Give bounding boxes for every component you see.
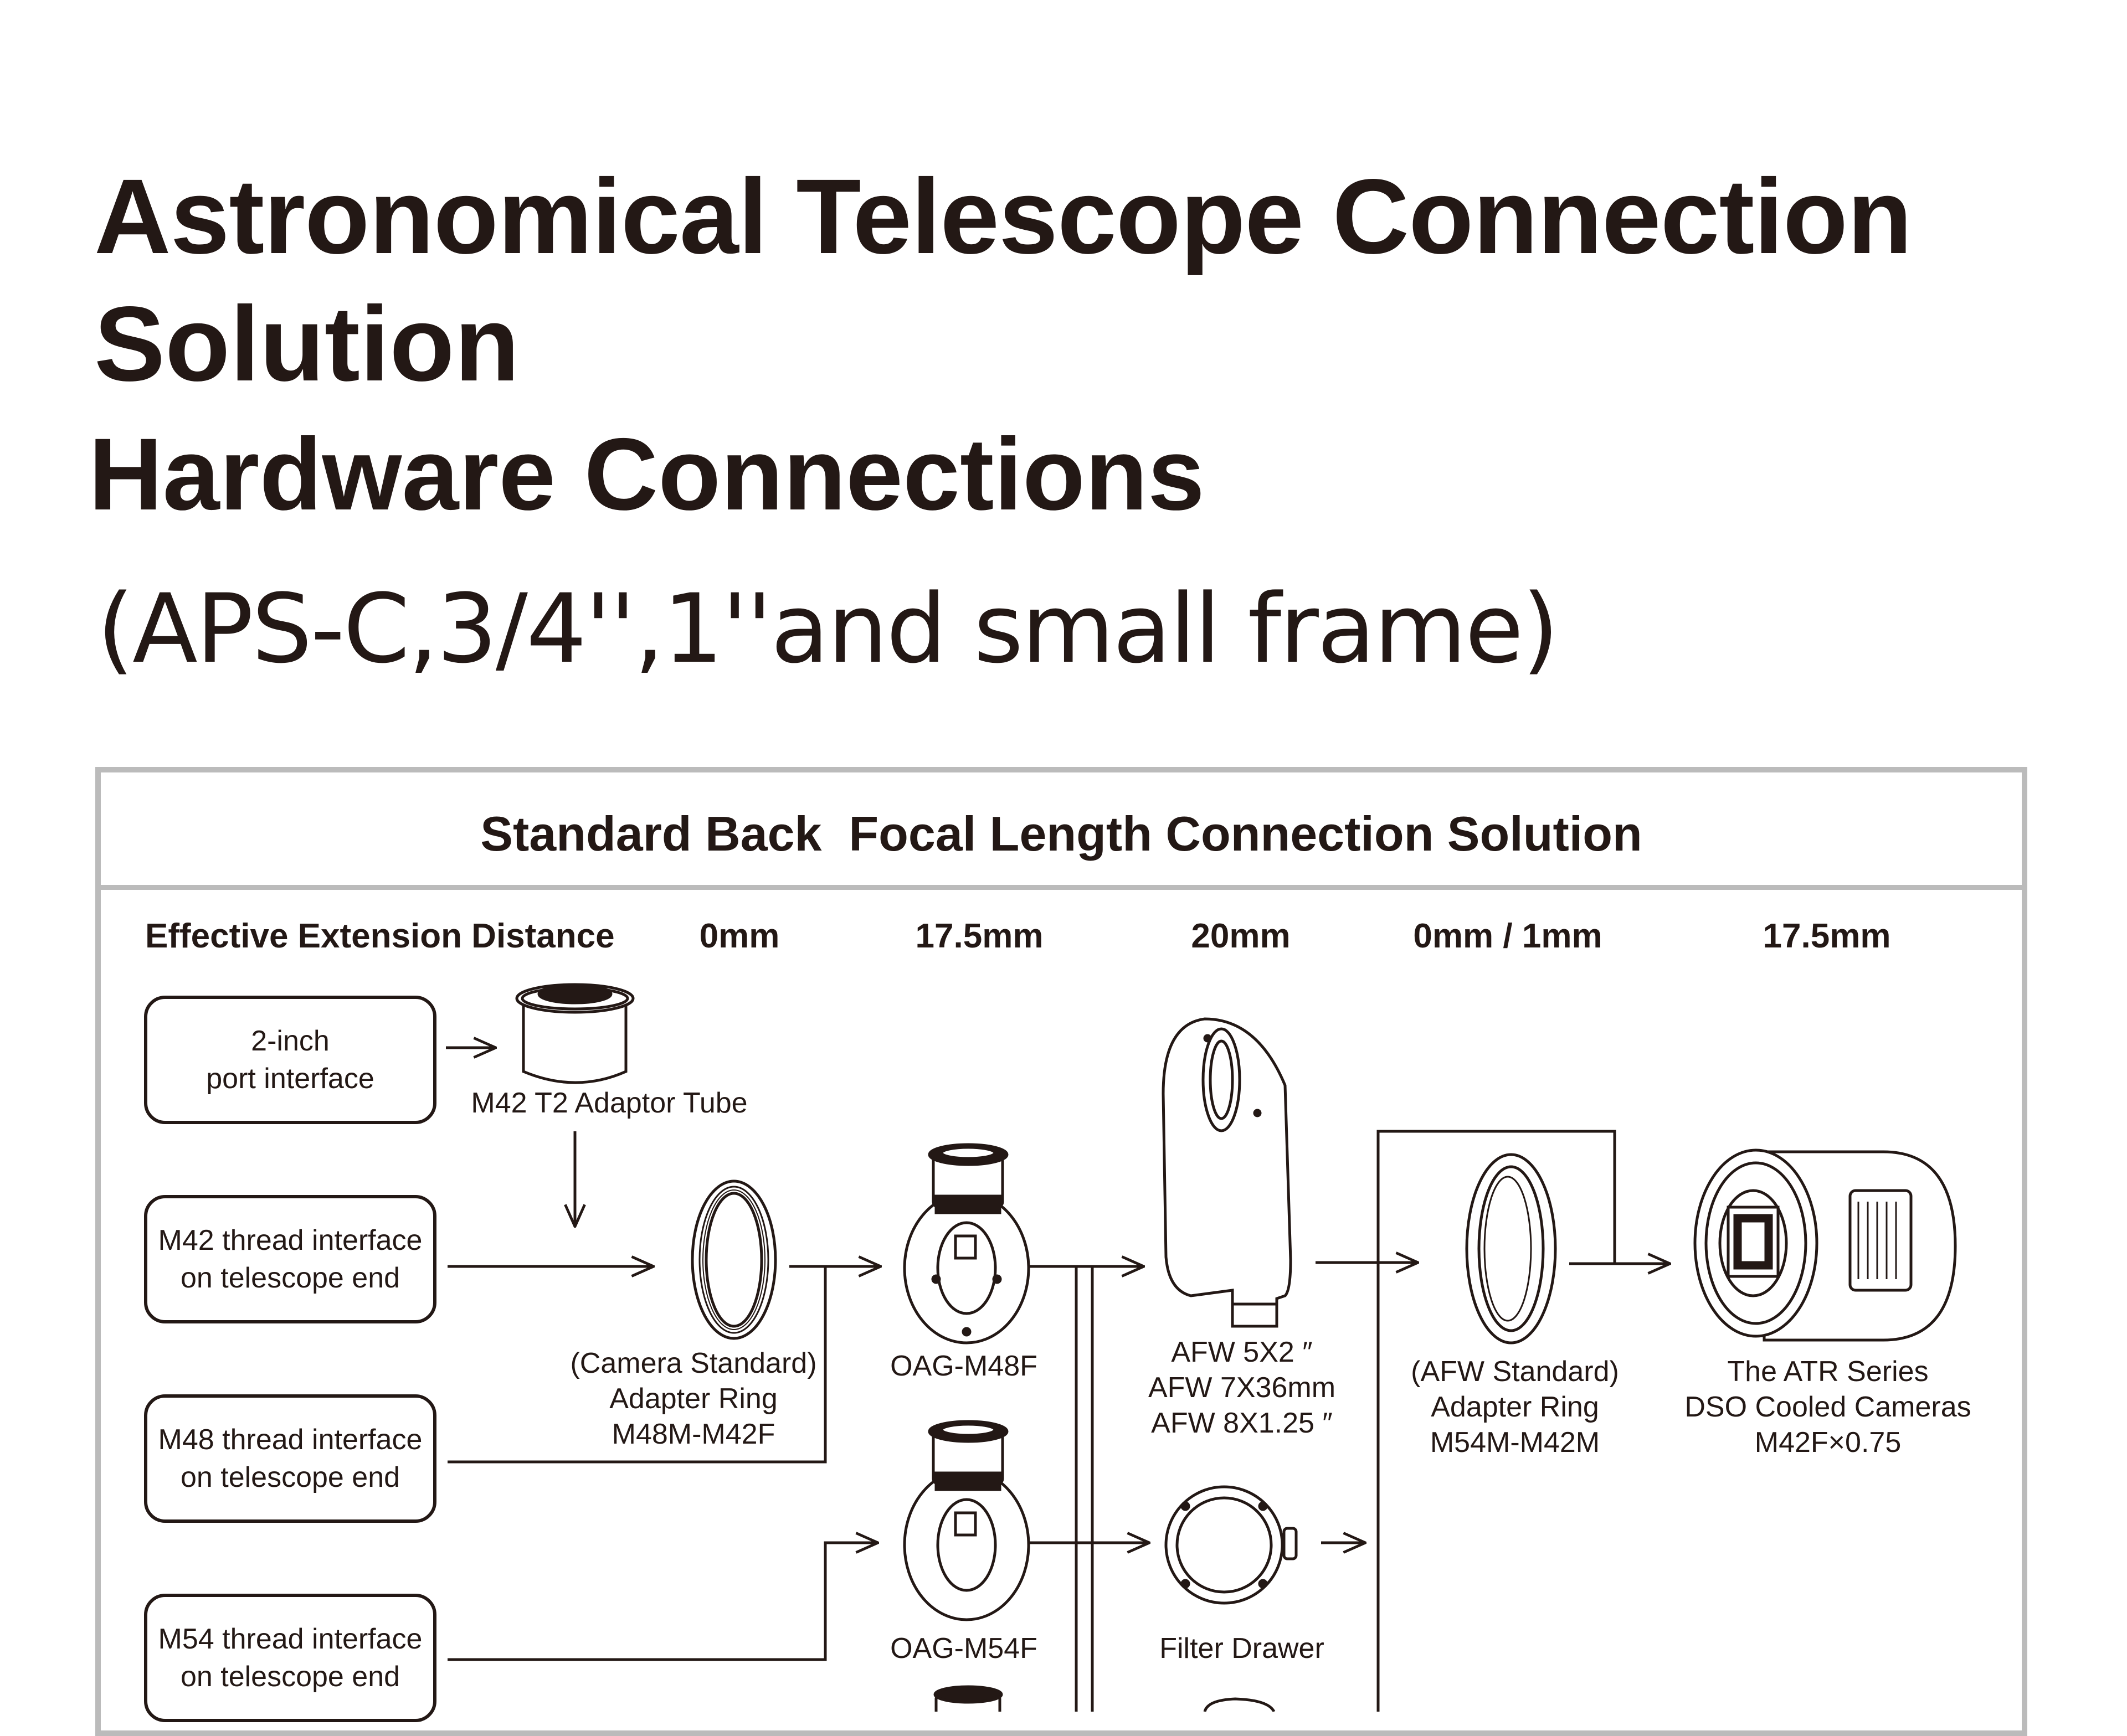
label-oag48: OAG-M48F bbox=[890, 1350, 1037, 1382]
oag-m54f-icon bbox=[903, 1420, 1030, 1621]
panel-title: Standard Back Focal Length Connection So… bbox=[480, 806, 1642, 861]
header-col-2: 17.5mm bbox=[915, 917, 1044, 955]
label-camera-l3: M42F×0.75 bbox=[1754, 1426, 1902, 1459]
oag-m48f-icon bbox=[903, 1143, 1030, 1345]
input-m54-line1: M54 thread interface bbox=[158, 1623, 423, 1655]
input-m42-line1: M42 thread interface bbox=[158, 1224, 423, 1256]
input-2inch-line2: port interface bbox=[206, 1063, 374, 1095]
label-afw-l1: AFW 5X2 ″ bbox=[1171, 1336, 1313, 1368]
label-camera: The ATR Series DSO Cooled Cameras M42F×0… bbox=[1684, 1354, 1971, 1460]
filter-drawer-icon bbox=[1164, 1485, 1298, 1605]
label-camera-ring: (Camera Standard) Adapter Ring M48M-M42F bbox=[570, 1346, 816, 1452]
input-m42-line2: on telescope end bbox=[180, 1262, 400, 1294]
input-m48-line1: M48 thread interface bbox=[158, 1424, 423, 1456]
header-col-3: 20mm bbox=[1191, 917, 1291, 955]
label-camera-l1: The ATR Series bbox=[1727, 1356, 1929, 1388]
camera-adapter-ring-icon bbox=[691, 1179, 777, 1340]
input-2inch-port: 2-inch port interface bbox=[144, 996, 436, 1124]
header-extension-label: Effective Extension Distance bbox=[145, 917, 615, 955]
input-2inch-line1: 2-inch bbox=[251, 1025, 330, 1057]
label-afw-ring-l3: M54M-M42M bbox=[1430, 1426, 1600, 1459]
line-bypass bbox=[1376, 1130, 1616, 1712]
input-m54-line2: on telescope end bbox=[180, 1661, 400, 1693]
filter-wheel-icon bbox=[1162, 1017, 1292, 1328]
header-col-5: 17.5mm bbox=[1763, 917, 1891, 955]
afw-adapter-ring-icon bbox=[1465, 1153, 1557, 1345]
atr-camera-icon bbox=[1693, 1148, 1957, 1342]
section-title: Hardware Connections bbox=[89, 418, 1205, 532]
input-m54-thread: M54 thread interface on telescope end bbox=[144, 1594, 436, 1722]
label-oag54: OAG-M54F bbox=[890, 1632, 1037, 1665]
input-m42-thread: M42 thread interface on telescope end bbox=[144, 1195, 436, 1323]
label-afw-l2: AFW 7X36mm bbox=[1148, 1372, 1336, 1404]
input-m48-line2: on telescope end bbox=[180, 1461, 400, 1493]
header-col-1: 0mm bbox=[699, 917, 780, 955]
label-camera-ring-l3: M48M-M42F bbox=[612, 1418, 775, 1450]
label-t2-tube: M42 T2 Adaptor Tube bbox=[471, 1087, 748, 1119]
page-title-cont: Solution bbox=[94, 284, 520, 403]
label-camera-ring-l1: (Camera Standard) bbox=[570, 1347, 817, 1379]
label-afw: AFW 5X2 ″ AFW 7X36mm AFW 8X1.25 ″ bbox=[1148, 1335, 1335, 1441]
label-afw-l3: AFW 8X1.25 ″ bbox=[1151, 1407, 1333, 1439]
t2-adaptor-tube-icon bbox=[515, 983, 635, 1084]
line-m48 bbox=[448, 1266, 827, 1464]
oag-partial-icon bbox=[933, 1685, 1003, 1712]
label-filter-drawer: Filter Drawer bbox=[1159, 1632, 1324, 1665]
line-m54 bbox=[448, 1543, 878, 1661]
label-afw-ring: (AFW Standard) Adapter Ring M54M-M42M bbox=[1411, 1354, 1619, 1460]
input-m48-thread: M48 thread interface on telescope end bbox=[144, 1394, 436, 1523]
label-camera-l2: DSO Cooled Cameras bbox=[1684, 1391, 1971, 1423]
partial-component-icon bbox=[1203, 1697, 1276, 1712]
panel-divider bbox=[95, 885, 2027, 890]
label-afw-ring-l2: Adapter Ring bbox=[1431, 1391, 1599, 1423]
page-title: Astronomical Telescope Connection bbox=[94, 157, 1912, 276]
label-afw-ring-l1: (AFW Standard) bbox=[1411, 1356, 1619, 1388]
section-subtitle: (APS-C,3/4'',1''and small frame) bbox=[97, 573, 1559, 684]
label-camera-ring-l2: Adapter Ring bbox=[609, 1383, 778, 1415]
header-col-4: 0mm / 1mm bbox=[1413, 917, 1602, 955]
